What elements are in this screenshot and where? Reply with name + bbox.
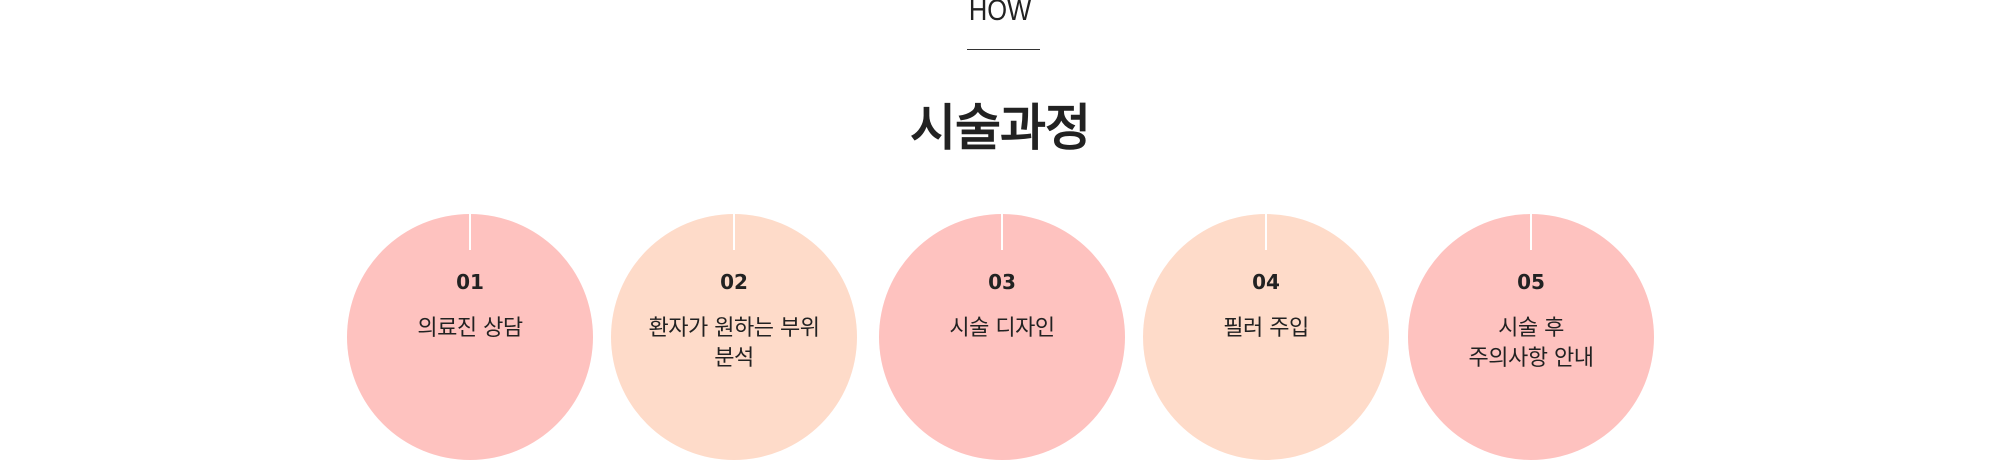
section-title: 시술과정: [910, 99, 1091, 157]
step-number: 03: [988, 270, 1016, 294]
step-tick: [733, 214, 735, 250]
step-tick: [1265, 214, 1267, 250]
step-circle-1: 01 의료진 상담: [347, 214, 593, 460]
step-tick: [1530, 214, 1532, 250]
step-number: 05: [1517, 270, 1545, 294]
step-circle-2: 02 환자가 원하는 부위 분석: [611, 214, 857, 460]
step-tick: [1001, 214, 1003, 250]
step-number: 02: [720, 270, 748, 294]
step-circle-4: 04 필러 주입: [1143, 214, 1389, 460]
step-circle-3: 03 시술 디자인: [879, 214, 1125, 460]
step-circle-5: 05 시술 후 주의사항 안내: [1408, 214, 1654, 460]
step-number: 01: [456, 270, 484, 294]
step-number: 04: [1252, 270, 1280, 294]
step-tick: [469, 214, 471, 250]
section-eyebrow: HOW: [968, 0, 1032, 27]
step-label: 시술 디자인: [949, 316, 1055, 341]
step-label: 시술 후 주의사항 안내: [1468, 316, 1594, 371]
eyebrow-divider: [967, 49, 1040, 50]
step-label: 의료진 상담: [417, 316, 523, 341]
step-label: 필러 주입: [1223, 316, 1309, 341]
step-label: 환자가 원하는 부위 분석: [648, 316, 820, 371]
